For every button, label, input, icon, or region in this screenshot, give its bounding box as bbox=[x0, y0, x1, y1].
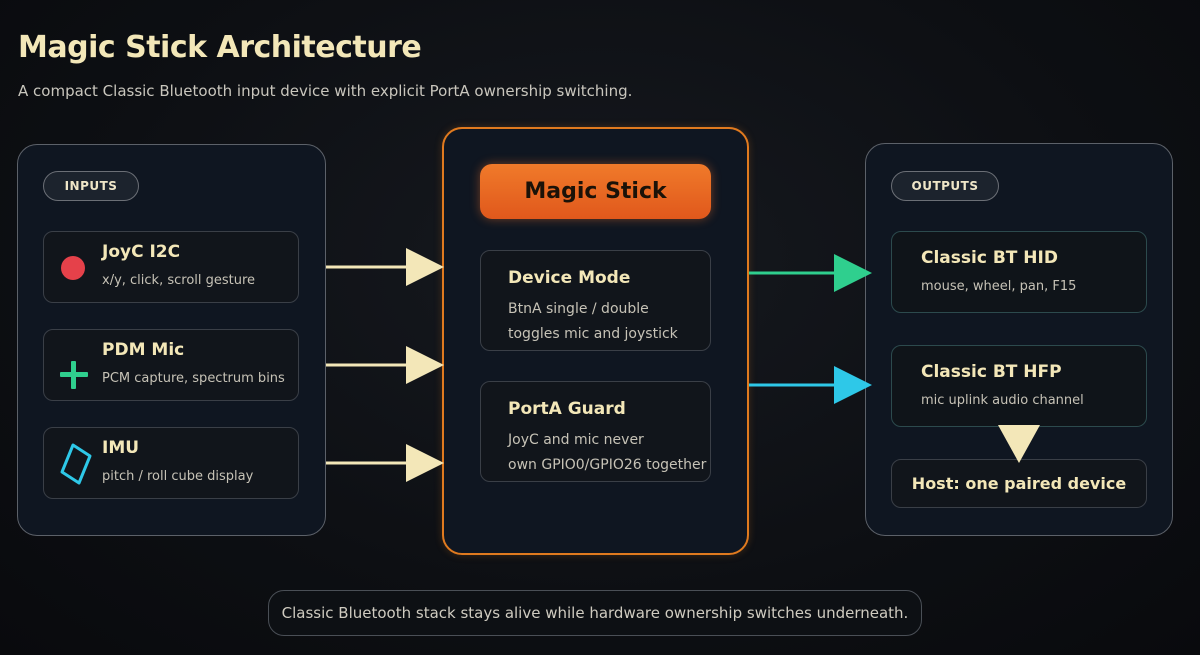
arrow-down-host-icon bbox=[998, 425, 1040, 463]
pdm-mic-title: PDM Mic bbox=[102, 340, 185, 360]
cyan-diamond-icon bbox=[60, 443, 92, 485]
host-card: Host: one paired device bbox=[891, 459, 1147, 508]
hid-desc: mouse, wheel, pan, F15 bbox=[921, 279, 1077, 294]
device-mode-line2: toggles mic and joystick bbox=[508, 326, 678, 342]
inputs-label: INPUTS bbox=[43, 171, 139, 201]
footer-note: Classic Bluetooth stack stays alive whil… bbox=[268, 590, 922, 636]
host-label: Host: one paired device bbox=[911, 474, 1127, 493]
imu-desc: pitch / roll cube display bbox=[102, 469, 254, 484]
joyc-desc: x/y, click, scroll gesture bbox=[102, 273, 256, 288]
page-title: Magic Stick Architecture bbox=[18, 30, 422, 65]
arrow-imu-icon bbox=[406, 444, 444, 482]
output-arrows bbox=[749, 254, 872, 404]
magic-stick-header: Magic Stick bbox=[480, 164, 711, 219]
device-mode-card: Device Mode BtnA single / double toggles… bbox=[480, 250, 711, 351]
arrow-joyc-icon bbox=[406, 248, 444, 286]
input-card-imu: IMU pitch / roll cube display bbox=[43, 427, 299, 499]
classic-bt-hid-card: Classic BT HID mouse, wheel, pan, F15 bbox=[891, 231, 1147, 313]
arrow-hid-icon bbox=[834, 254, 872, 292]
device-mode-line1: BtnA single / double bbox=[508, 301, 649, 317]
porta-guard-line1: JoyC and mic never bbox=[508, 432, 644, 448]
arrow-pdm-icon bbox=[406, 346, 444, 384]
hid-title: Classic BT HID bbox=[921, 248, 1058, 268]
hfp-title: Classic BT HFP bbox=[921, 362, 1062, 382]
porta-guard-title: PortA Guard bbox=[508, 399, 626, 419]
pdm-mic-desc: PCM capture, spectrum bins bbox=[102, 371, 285, 386]
imu-title: IMU bbox=[102, 438, 140, 458]
page-subtitle: A compact Classic Bluetooth input device… bbox=[18, 82, 633, 100]
hfp-desc: mic uplink audio channel bbox=[921, 393, 1084, 408]
arrow-hfp-icon bbox=[834, 366, 872, 404]
green-plus-icon bbox=[60, 361, 88, 389]
porta-guard-card: PortA Guard JoyC and mic never own GPIO0… bbox=[480, 381, 711, 482]
input-card-joyc: JoyC I2C x/y, click, scroll gesture bbox=[43, 231, 299, 303]
red-circle-icon bbox=[61, 256, 85, 280]
outputs-label: OUTPUTS bbox=[891, 171, 999, 201]
porta-guard-line2: own GPIO0/GPIO26 together bbox=[508, 457, 707, 473]
joyc-title: JoyC I2C bbox=[102, 242, 181, 262]
device-mode-title: Device Mode bbox=[508, 268, 631, 288]
input-arrows bbox=[326, 248, 444, 482]
input-card-pdm-mic: PDM Mic PCM capture, spectrum bins bbox=[43, 329, 299, 401]
